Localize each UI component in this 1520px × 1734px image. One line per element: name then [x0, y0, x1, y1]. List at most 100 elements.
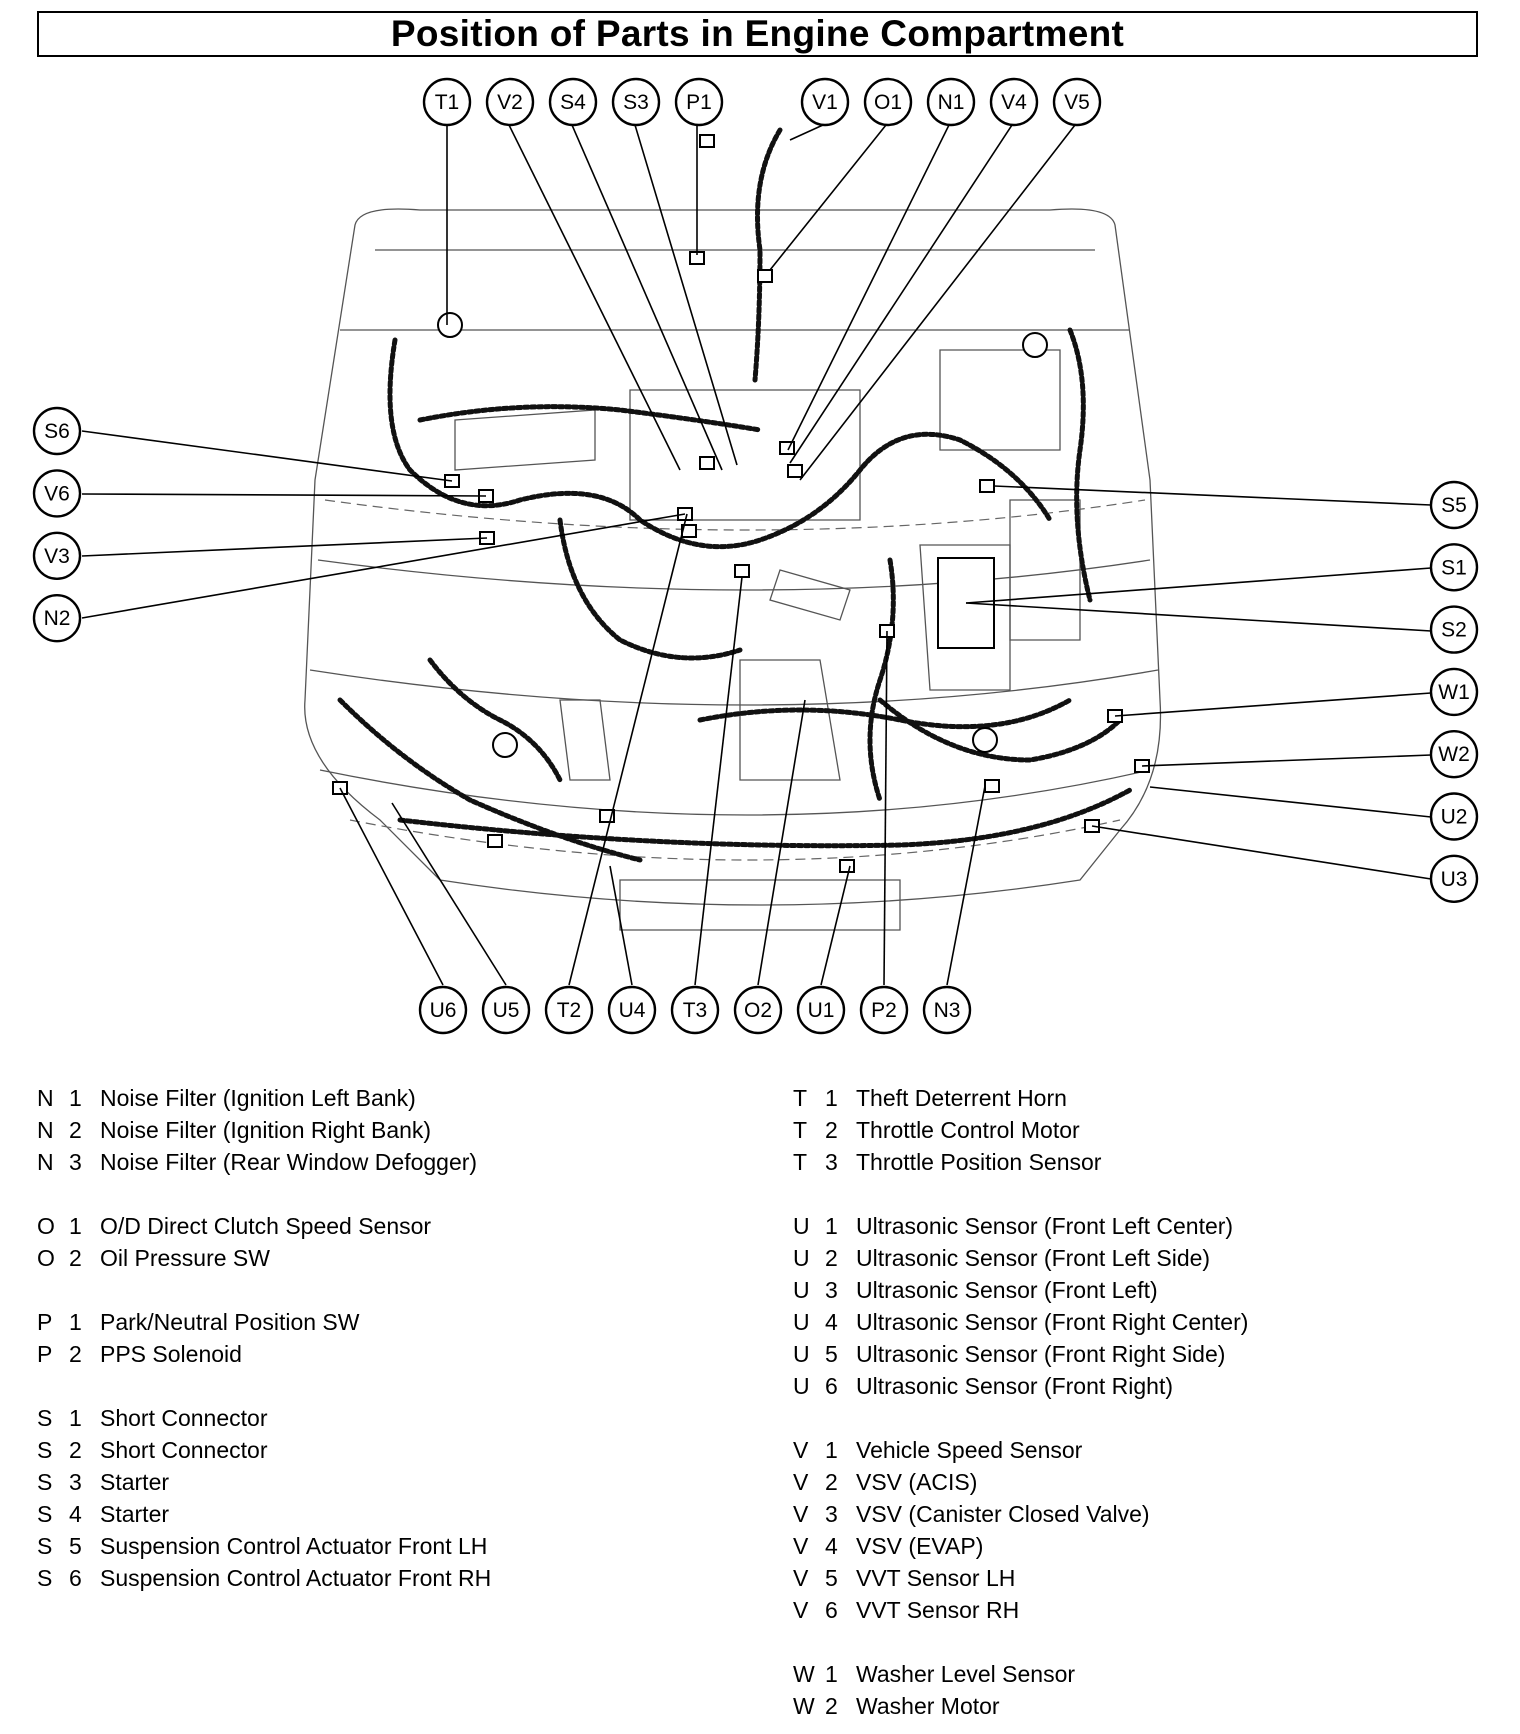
- callout-circle: [989, 77, 1039, 127]
- callout-label: V3: [44, 545, 70, 568]
- legend-name: Short Connector: [100, 1436, 268, 1463]
- legend-letter: N: [37, 1084, 54, 1111]
- legend-spacer: [37, 1178, 491, 1210]
- callout-circle: [1052, 77, 1102, 127]
- legend-num: 2: [69, 1436, 82, 1463]
- legend-num: 4: [825, 1532, 838, 1559]
- legend-letter: S: [37, 1564, 53, 1591]
- callout-label: P2: [871, 999, 897, 1022]
- callout-s4: S4: [548, 77, 598, 127]
- legend-name: VVT Sensor RH: [856, 1596, 1020, 1623]
- callout-label: T3: [683, 999, 708, 1022]
- legend-name: Ultrasonic Sensor (Front Left Side): [856, 1244, 1211, 1271]
- callout-u6: U6: [418, 985, 468, 1035]
- callout-u3: U3: [1429, 854, 1479, 903]
- legend-letter: T: [793, 1116, 808, 1143]
- callout-label: V4: [1001, 91, 1027, 114]
- legend-letter: V: [793, 1500, 809, 1527]
- title-box: Position of Parts in Engine Compartment: [37, 11, 1478, 57]
- callout-s2: S2: [1429, 605, 1479, 654]
- callout-w1: W1: [1429, 667, 1479, 717]
- callout-circle: [863, 77, 913, 127]
- callout-p1: P1: [674, 77, 724, 127]
- legend-num: 3: [825, 1276, 838, 1303]
- callout-circle: [1429, 480, 1479, 530]
- legend-name: Park/Neutral Position SW: [100, 1308, 360, 1335]
- legend-letter: O: [37, 1244, 55, 1271]
- callout-circle: [548, 77, 598, 127]
- callout-circle: [1429, 667, 1479, 717]
- callout-u1: U1: [796, 985, 846, 1035]
- callout-label: W1: [1438, 681, 1470, 704]
- legend-name: Washer Level Sensor: [856, 1660, 1076, 1687]
- callout-circle: [607, 985, 657, 1035]
- legend-letter: N: [37, 1148, 54, 1175]
- legend-num: 2: [825, 1116, 838, 1143]
- legend-name: Throttle Position Sensor: [856, 1148, 1102, 1175]
- callout-v4: V4: [989, 77, 1039, 127]
- callout-circle: [481, 985, 531, 1035]
- callout-circle: [418, 985, 468, 1035]
- callout-circle: [922, 985, 972, 1035]
- legend-name: Ultrasonic Sensor (Front Left Center): [856, 1212, 1234, 1239]
- callout-circle: [1429, 730, 1479, 779]
- callout-label: T2: [557, 999, 582, 1022]
- callout-w2: W2: [1429, 730, 1479, 779]
- callout-label: U3: [1441, 868, 1468, 891]
- callout-o1: O1: [863, 77, 913, 127]
- legend-letter: N: [37, 1116, 54, 1143]
- callout-label: U6: [430, 999, 457, 1022]
- callout-circle: [485, 77, 535, 127]
- callout-circle: [1429, 854, 1479, 903]
- legend-letter: S: [37, 1436, 53, 1463]
- leader-lines: [81, 124, 1432, 986]
- callout-label: U4: [619, 999, 646, 1022]
- legend-letter: V: [793, 1436, 809, 1463]
- callout-s3: S3: [611, 77, 661, 127]
- callout-s1: S1: [1429, 543, 1479, 592]
- legend-name: Oil Pressure SW: [100, 1244, 270, 1271]
- callout-circle: [733, 985, 783, 1035]
- legend-letter: T: [793, 1148, 808, 1175]
- legend-num: 1: [69, 1212, 82, 1239]
- callout-label: U5: [493, 999, 520, 1022]
- legend-name: VVT Sensor LH: [856, 1564, 1016, 1591]
- callout-label: O2: [744, 999, 772, 1022]
- legend-letter: S: [37, 1404, 53, 1431]
- legend-name: VSV (EVAP): [856, 1532, 984, 1559]
- legend-spacer: [37, 1274, 491, 1306]
- callout-label: U1: [808, 999, 835, 1022]
- callout-n2: N2: [32, 594, 82, 643]
- callout-label: S4: [560, 91, 586, 114]
- legend-num: 2: [825, 1244, 838, 1271]
- legend-name: PPS Solenoid: [100, 1340, 242, 1367]
- callout-circle: [544, 985, 594, 1035]
- legend-letter: P: [37, 1308, 53, 1335]
- legend-name: Short Connector: [100, 1404, 268, 1431]
- legend-num: 1: [825, 1660, 838, 1687]
- legend-name: Noise Filter (Ignition Left Bank): [100, 1084, 416, 1111]
- legend-num: 2: [69, 1244, 82, 1271]
- legend-spacer: [793, 1178, 1248, 1210]
- callout-v2: V2: [485, 77, 535, 127]
- legend-num: 3: [69, 1148, 82, 1175]
- legend-name: Suspension Control Actuator Front RH: [100, 1564, 492, 1591]
- callout-circle: [926, 77, 976, 127]
- callout-u2: U2: [1429, 792, 1479, 841]
- legend-num: 1: [825, 1084, 838, 1111]
